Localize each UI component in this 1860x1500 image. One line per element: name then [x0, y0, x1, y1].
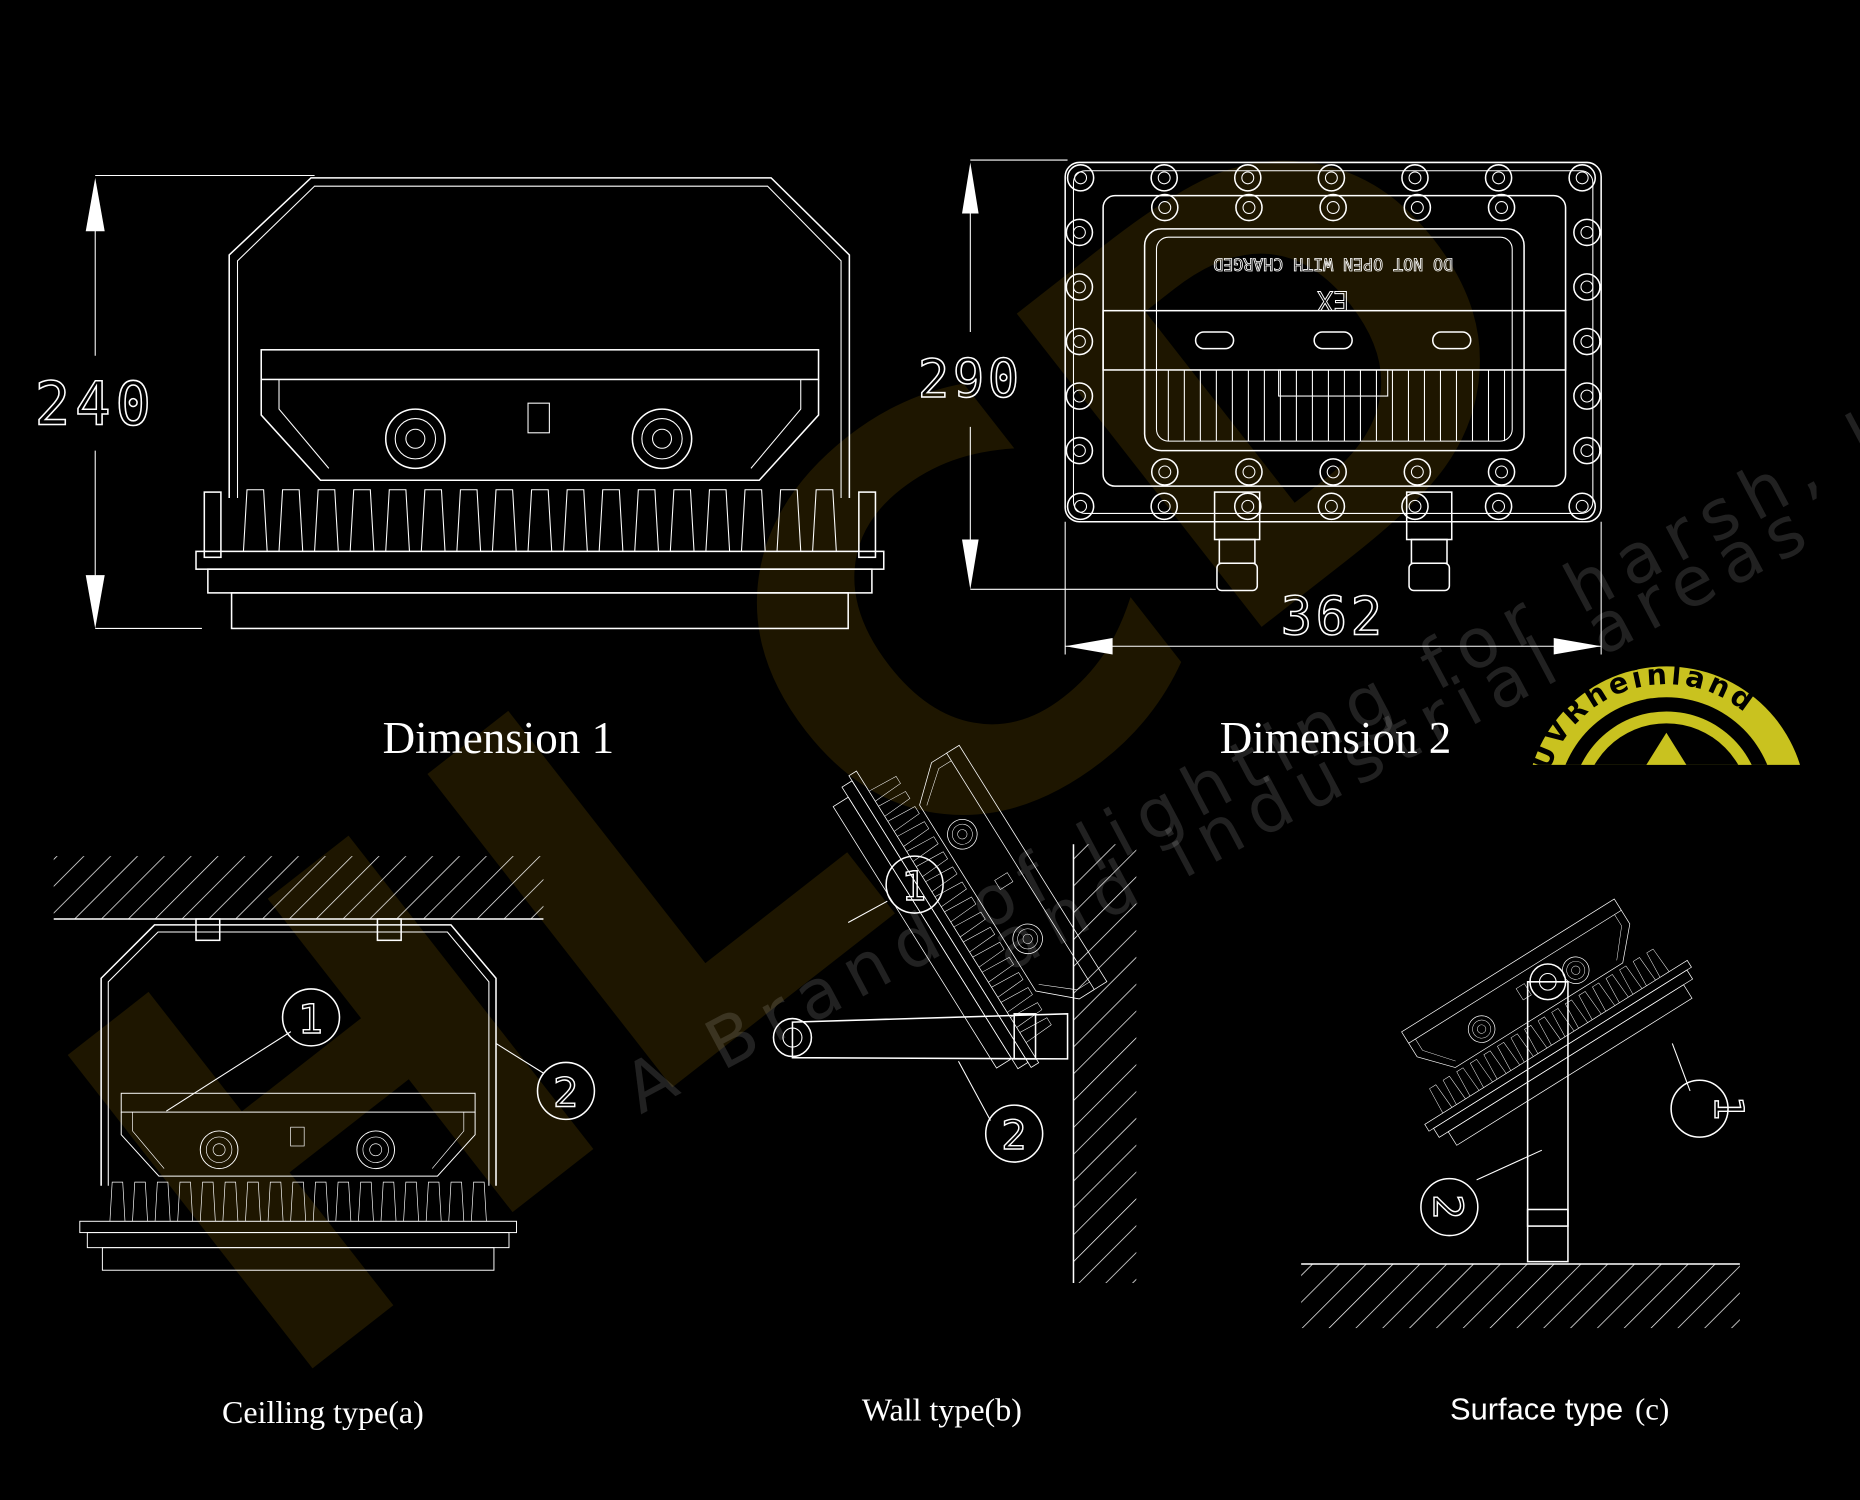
bracket-outline	[228, 177, 851, 499]
dimension-2-height: 290	[918, 350, 1023, 410]
bolt	[1573, 218, 1601, 247]
bolt	[1150, 492, 1179, 521]
floor-hatch	[1301, 1264, 1740, 1329]
bolt	[1487, 193, 1516, 222]
bolt	[1150, 164, 1179, 192]
dimension-1-height: 240	[35, 370, 156, 439]
bolt	[1065, 382, 1094, 410]
svg-text:1: 1	[1705, 1096, 1752, 1122]
bolt	[1401, 164, 1429, 192]
bolt	[1484, 164, 1513, 192]
warning-label: DO NOT OPEN WITH CHARGED	[1213, 254, 1453, 273]
dimension-1-caption: Dimension 1	[383, 713, 614, 763]
bolt	[1065, 327, 1094, 356]
surface-type-drawing: 1 2	[1301, 883, 1753, 1329]
bolt	[1235, 193, 1263, 222]
dimension-2-caption: Dimension 2	[1220, 713, 1451, 763]
bolt	[1317, 164, 1346, 192]
dimension-1-drawing: 240	[34, 174, 885, 630]
ex-label: EX	[1317, 285, 1349, 315]
bolt	[1573, 436, 1601, 465]
bolt	[1487, 458, 1516, 486]
width-dimension-line	[1064, 521, 1602, 655]
bolt	[1319, 193, 1347, 222]
callout-1: 1	[1670, 1079, 1753, 1138]
bolt	[1573, 273, 1601, 301]
bolt	[1319, 458, 1347, 486]
cable-gland-left	[1213, 491, 1261, 592]
bolt	[1066, 492, 1095, 521]
callout-2: 2	[536, 1061, 596, 1121]
ceiling-type-caption: Ceilling type(a)	[222, 1394, 424, 1430]
cable-gland-right	[1405, 491, 1453, 592]
bolt	[1065, 218, 1094, 247]
height-dimension-line	[85, 174, 315, 629]
dimension-2-width: 362	[1281, 587, 1386, 647]
bolt	[1573, 327, 1601, 356]
surface-type-caption: Surface type(c)	[1450, 1391, 1669, 1426]
bolt	[1568, 492, 1596, 521]
svg-text:1: 1	[298, 996, 324, 1043]
bolt	[1065, 436, 1094, 465]
svg-text:1: 1	[902, 863, 928, 910]
bolt	[1066, 164, 1095, 192]
bolt	[1403, 458, 1432, 486]
bolt	[1233, 492, 1262, 521]
bolt	[1150, 458, 1179, 486]
svg-text:2: 2	[1001, 1112, 1027, 1159]
bolt	[1235, 458, 1263, 486]
height-dimension-line	[962, 159, 1216, 590]
wall-type-drawing: 1 2	[772, 717, 1137, 1284]
ceiling-hatch	[53, 856, 544, 919]
bolt	[1150, 193, 1179, 222]
callout-1: 1	[281, 988, 341, 1047]
dimension-2-drawing: DO NOT OPEN WITH CHARGED EX 290 362	[917, 159, 1602, 655]
bolt	[1233, 164, 1262, 192]
callout-2: 2	[1420, 1177, 1479, 1237]
ceiling-type-drawing: 1 2	[53, 856, 596, 1271]
callout-2: 2	[984, 1104, 1044, 1163]
callout-1: 1	[885, 855, 944, 914]
svg-text:2: 2	[1424, 1194, 1471, 1220]
bolt	[1573, 382, 1601, 410]
bolt	[1065, 273, 1094, 301]
bolt	[1401, 492, 1429, 521]
bolt	[1568, 164, 1596, 192]
bolt	[1317, 492, 1346, 521]
wall-hatch	[1073, 844, 1137, 1284]
svg-text:2: 2	[553, 1069, 579, 1116]
tuv-rheinland-logo: TÜVRheinland	[1519, 658, 1800, 765]
wall-type-caption: Wall type(b)	[862, 1392, 1022, 1428]
bolt	[1403, 193, 1432, 222]
bolt	[1484, 492, 1513, 521]
